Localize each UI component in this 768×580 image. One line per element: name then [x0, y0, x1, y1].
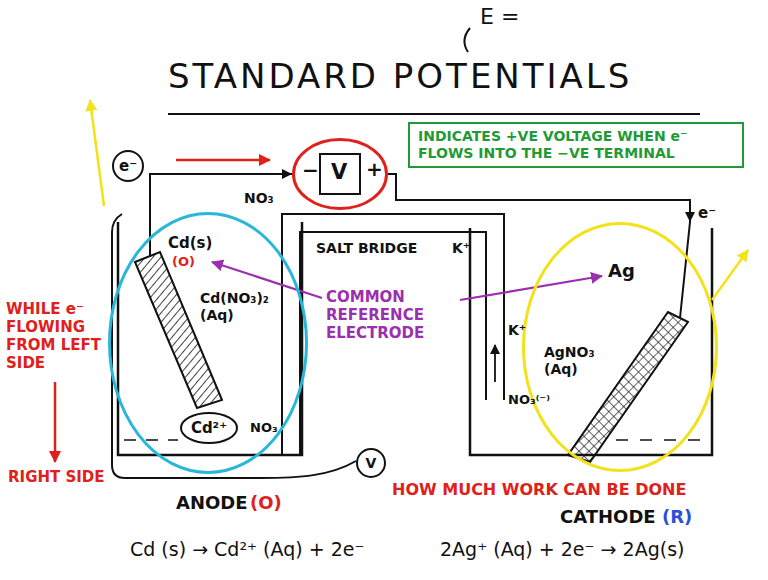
voltmeter-ring — [294, 140, 387, 209]
electron-circle-ring — [113, 151, 143, 181]
brace — [464, 28, 470, 52]
cathode-half-cell-ring — [524, 224, 717, 471]
half-reaction: 2Ag⁺ (Aq) + 2e⁻ → 2Ag(s) — [440, 538, 684, 561]
oxidation-mark: (O) — [172, 254, 195, 270]
flow-arrow — [54, 382, 57, 462]
meter-symbol: V — [331, 160, 347, 185]
circuit-wire — [150, 174, 292, 212]
electron-flow-arrow — [176, 159, 270, 162]
electrode-label: ANODE — [176, 492, 248, 514]
wire — [149, 212, 151, 257]
highlight-arrow — [712, 250, 748, 300]
electron-label: e⁻ — [698, 204, 716, 222]
salt-bridge — [282, 214, 504, 455]
ion-label: NO₃ — [244, 190, 274, 207]
ion-label: Cd²⁺ — [191, 419, 227, 437]
ion-label: K⁺ — [508, 322, 526, 339]
electrolyte-label: AgNO₃ (Aq) — [544, 344, 614, 378]
electrode-label: Ag — [608, 260, 635, 282]
voltmeter-small: V — [356, 448, 386, 478]
reference-note: COMMON REFERENCE ELECTRODE — [326, 288, 456, 342]
ion-arrow — [494, 345, 496, 382]
flow-note: WHILE e⁻ FLOWING FROM LEFT SIDE — [6, 300, 102, 372]
cadmium-electrode — [135, 252, 222, 408]
meter-symbol: V — [366, 455, 377, 472]
voltmeter-small-ring — [357, 449, 385, 477]
circuit-wire — [388, 174, 690, 222]
note-box: INDICATES +VE VOLTAGE WHEN e⁻ FLOWS INTO… — [408, 122, 744, 168]
electrode-label: Cd(s) — [168, 234, 212, 252]
half-reaction: Cd (s) → Cd²⁺ (Aq) + 2e⁻ — [130, 538, 364, 561]
ion-label: NO₃ — [250, 420, 278, 436]
solution-level — [616, 439, 700, 441]
electron-circle: e⁻ — [112, 150, 144, 182]
cathode-half-cell: AgAgNO₃ (Aq) — [522, 222, 718, 472]
terminal-sign: − — [302, 158, 319, 182]
sign-convention-note: INDICATES +VE VOLTAGE WHEN e⁻ FLOWS INTO… — [418, 128, 734, 162]
ion-label: NO₃⁽⁻⁾ — [508, 392, 550, 408]
electrode-label: CATHODE — [560, 506, 656, 528]
title-underline — [168, 113, 700, 115]
oxidation-mark: (O) — [250, 492, 282, 514]
electrolyte-label: Cd(NO₃)₂ (Aq) — [200, 290, 280, 324]
ion-circle: Cd²⁺ — [180, 412, 238, 444]
ion-label: K⁺ — [452, 240, 470, 257]
salt-bridge — [300, 232, 486, 455]
reduction-mark: (R) — [662, 506, 692, 528]
beaker — [118, 222, 302, 455]
slide-title: STANDARD POTENTIALS — [168, 56, 632, 97]
anode-half-cell-ring — [110, 214, 307, 473]
anode-half-cell: Cd(s) Cd(NO₃)₂ (Aq) Cd²⁺ — [108, 212, 308, 474]
potential-symbol: E = — [480, 4, 519, 30]
terminal-sign: + — [366, 157, 383, 181]
solution-level — [124, 439, 178, 441]
highlight-arrow — [90, 100, 104, 206]
wire — [680, 222, 690, 318]
electron-label: e⁻ — [119, 157, 137, 175]
work-note: HOW MUCH WORK CAN BE DONE — [392, 480, 686, 499]
voltmeter: −V + — [292, 138, 388, 210]
flow-note: RIGHT SIDE — [8, 468, 105, 486]
bridge-label: SALT BRIDGE — [316, 240, 417, 257]
ion-circle-ring — [181, 413, 237, 443]
meter-body — [320, 154, 360, 194]
